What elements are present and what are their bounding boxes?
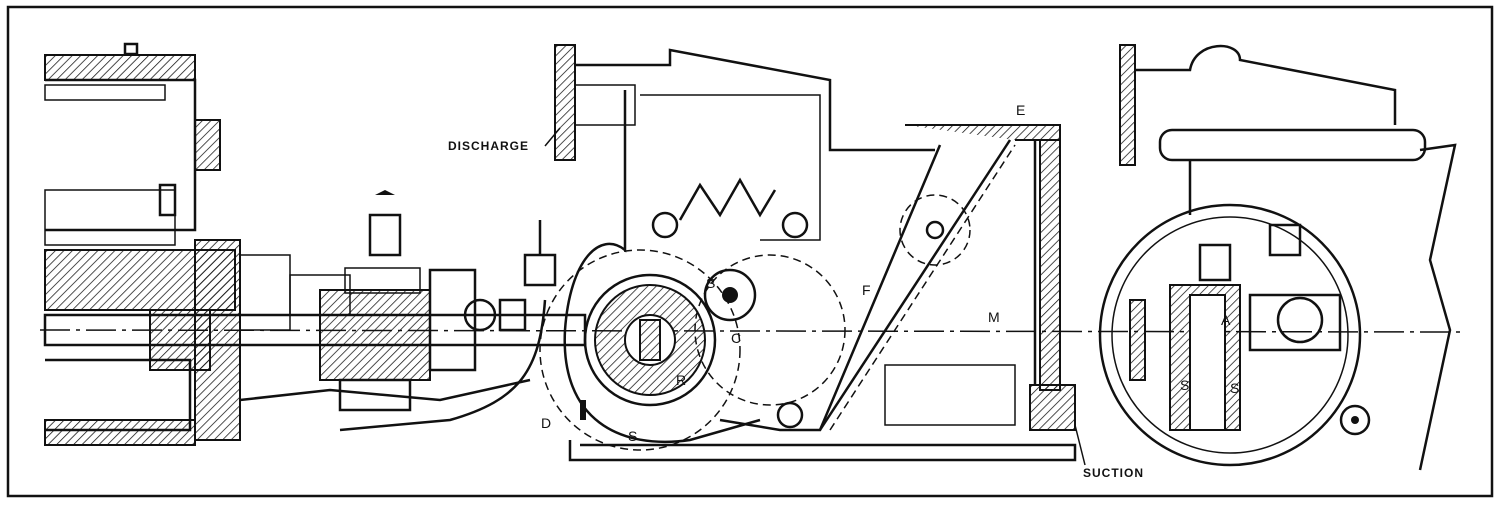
- label-d: D: [541, 415, 551, 431]
- label-m: M: [988, 309, 1000, 325]
- end-view-section: [1098, 44, 1457, 471]
- label-r: R: [676, 372, 686, 388]
- engine-section: [43, 42, 587, 446]
- label-s-right-left: S: [1180, 377, 1189, 393]
- label-e: E: [1016, 102, 1025, 118]
- label-suction: SUCTION: [1083, 466, 1144, 480]
- label-s-upper: S: [706, 275, 715, 291]
- label-c: C: [731, 330, 741, 346]
- label-f: F: [862, 282, 871, 298]
- label-discharge: DISCHARGE: [448, 139, 529, 153]
- label-s-lower: S: [628, 428, 637, 444]
- label-s-right-right: S: [1230, 380, 1239, 396]
- pump-body-section: [539, 44, 1077, 462]
- label-a-right: A: [1221, 312, 1231, 328]
- drawing-border: [6, 5, 1494, 498]
